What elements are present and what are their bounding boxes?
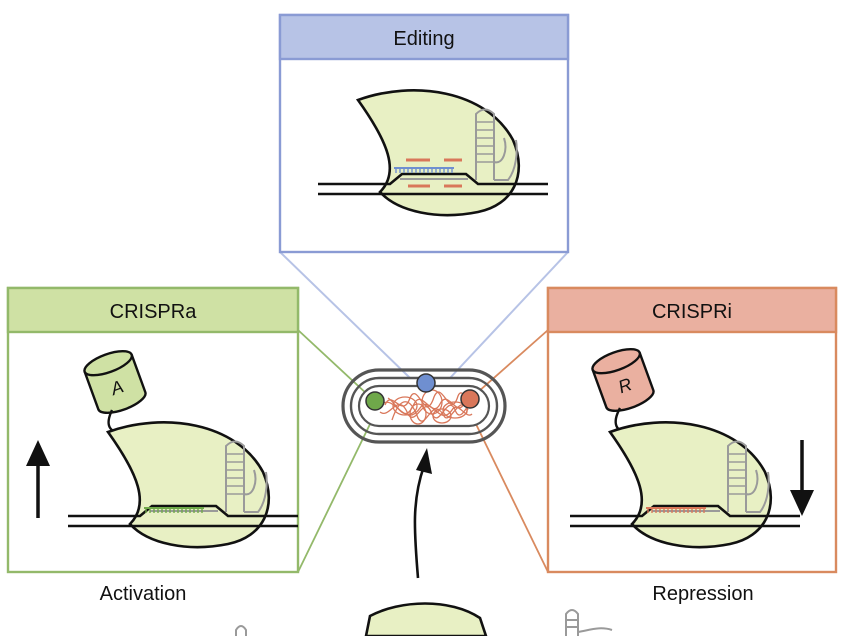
cas9-complex-bottom (364, 602, 488, 636)
editing-title: Editing (393, 28, 454, 50)
up-arrow-icon (26, 440, 50, 518)
activator-letter: A (107, 376, 126, 399)
delivery-arrow-icon (413, 448, 432, 579)
bacterial-cell (341, 368, 507, 444)
activator-effector-icon: A (83, 349, 147, 415)
editing-marker (416, 373, 436, 393)
repression-caption: Repression (652, 583, 753, 605)
repression-marker (460, 389, 480, 409)
editing-cut-marks (406, 158, 462, 188)
crispra-panel: CRISPRa A (6, 286, 300, 574)
down-arrow-icon (790, 440, 814, 516)
activation-caption: Activation (100, 583, 187, 605)
crispri-panel: CRISPRi R (546, 286, 838, 574)
guide-rna-bottom-left (235, 625, 247, 636)
repressor-letter: R (616, 374, 635, 397)
zoom-lines (279, 251, 569, 573)
repressor-effector-icon: R (591, 347, 655, 413)
activation-marker (365, 391, 385, 411)
crispra-title: CRISPRa (110, 301, 198, 323)
editing-panel: Editing (278, 13, 570, 254)
guide-rna-bottom-right (565, 609, 613, 636)
crispri-title: CRISPRi (652, 301, 732, 323)
